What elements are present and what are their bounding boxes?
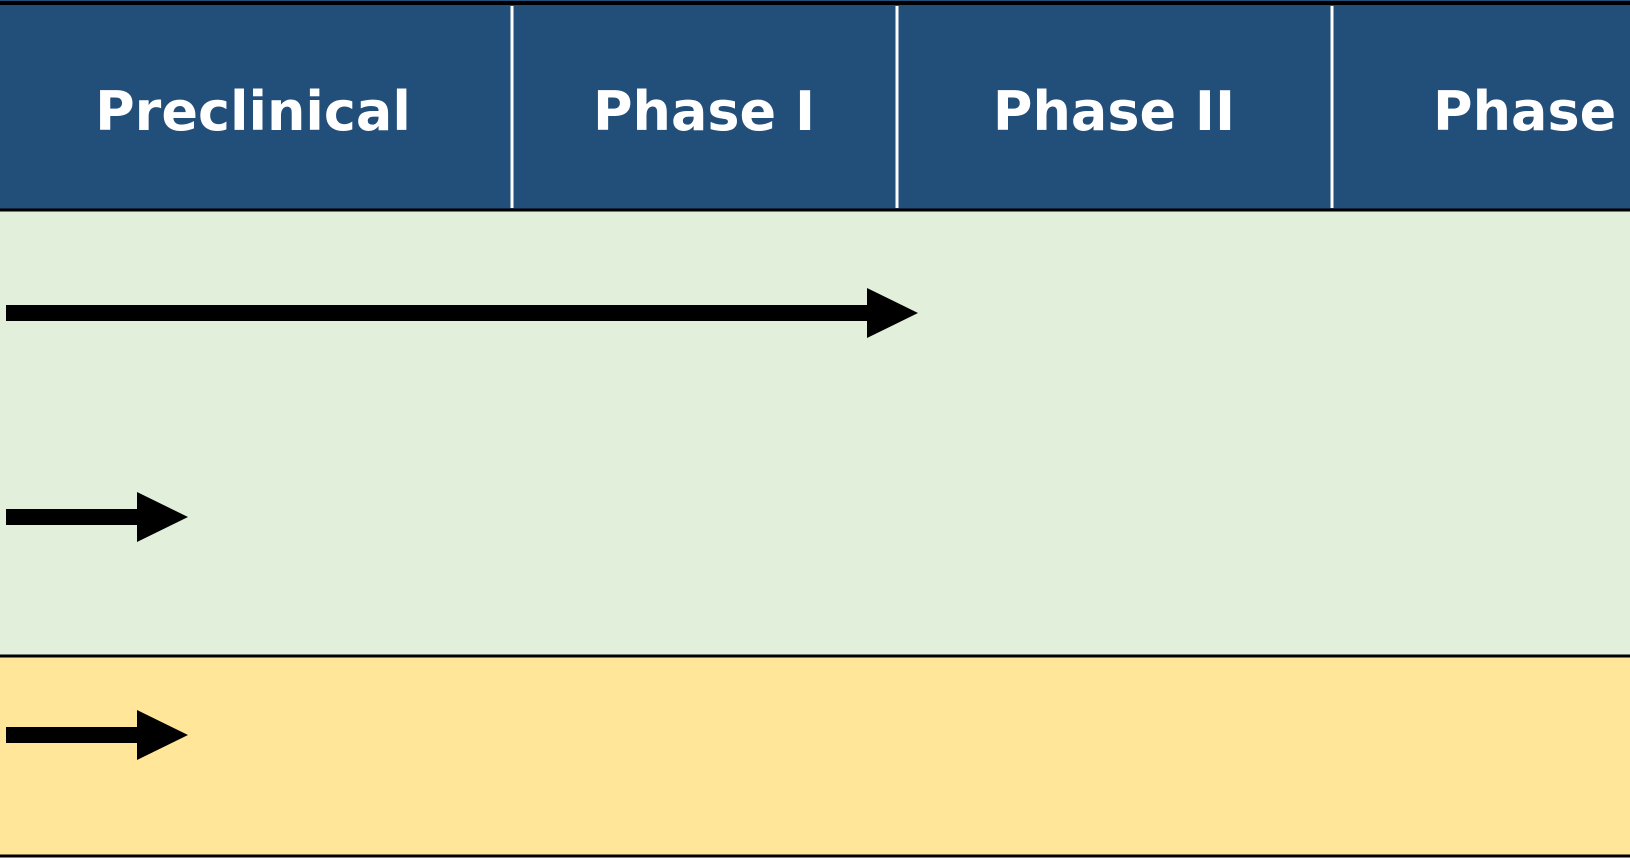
- arrow-head: [137, 710, 188, 760]
- arrow-shaft: [6, 509, 140, 525]
- progress-arrow-row-3: [6, 710, 188, 760]
- progress-arrow-row-1: [6, 288, 918, 338]
- arrow-head: [867, 288, 918, 338]
- green-band: [0, 210, 1630, 656]
- arrow-shaft: [6, 305, 870, 321]
- arrow-shaft: [6, 727, 140, 743]
- phase-header-phase-1: Phase I: [593, 80, 815, 143]
- phase-header-phase-2: Phase II: [993, 80, 1235, 143]
- yellow-band: [0, 656, 1630, 856]
- header-band: [0, 0, 1630, 210]
- phase-header-preclinical: Preclinical: [95, 80, 411, 143]
- progress-arrow-row-2: [6, 492, 188, 542]
- arrow-head: [137, 492, 188, 542]
- phase-header-phase-3-partial: Phase I: [1433, 80, 1630, 143]
